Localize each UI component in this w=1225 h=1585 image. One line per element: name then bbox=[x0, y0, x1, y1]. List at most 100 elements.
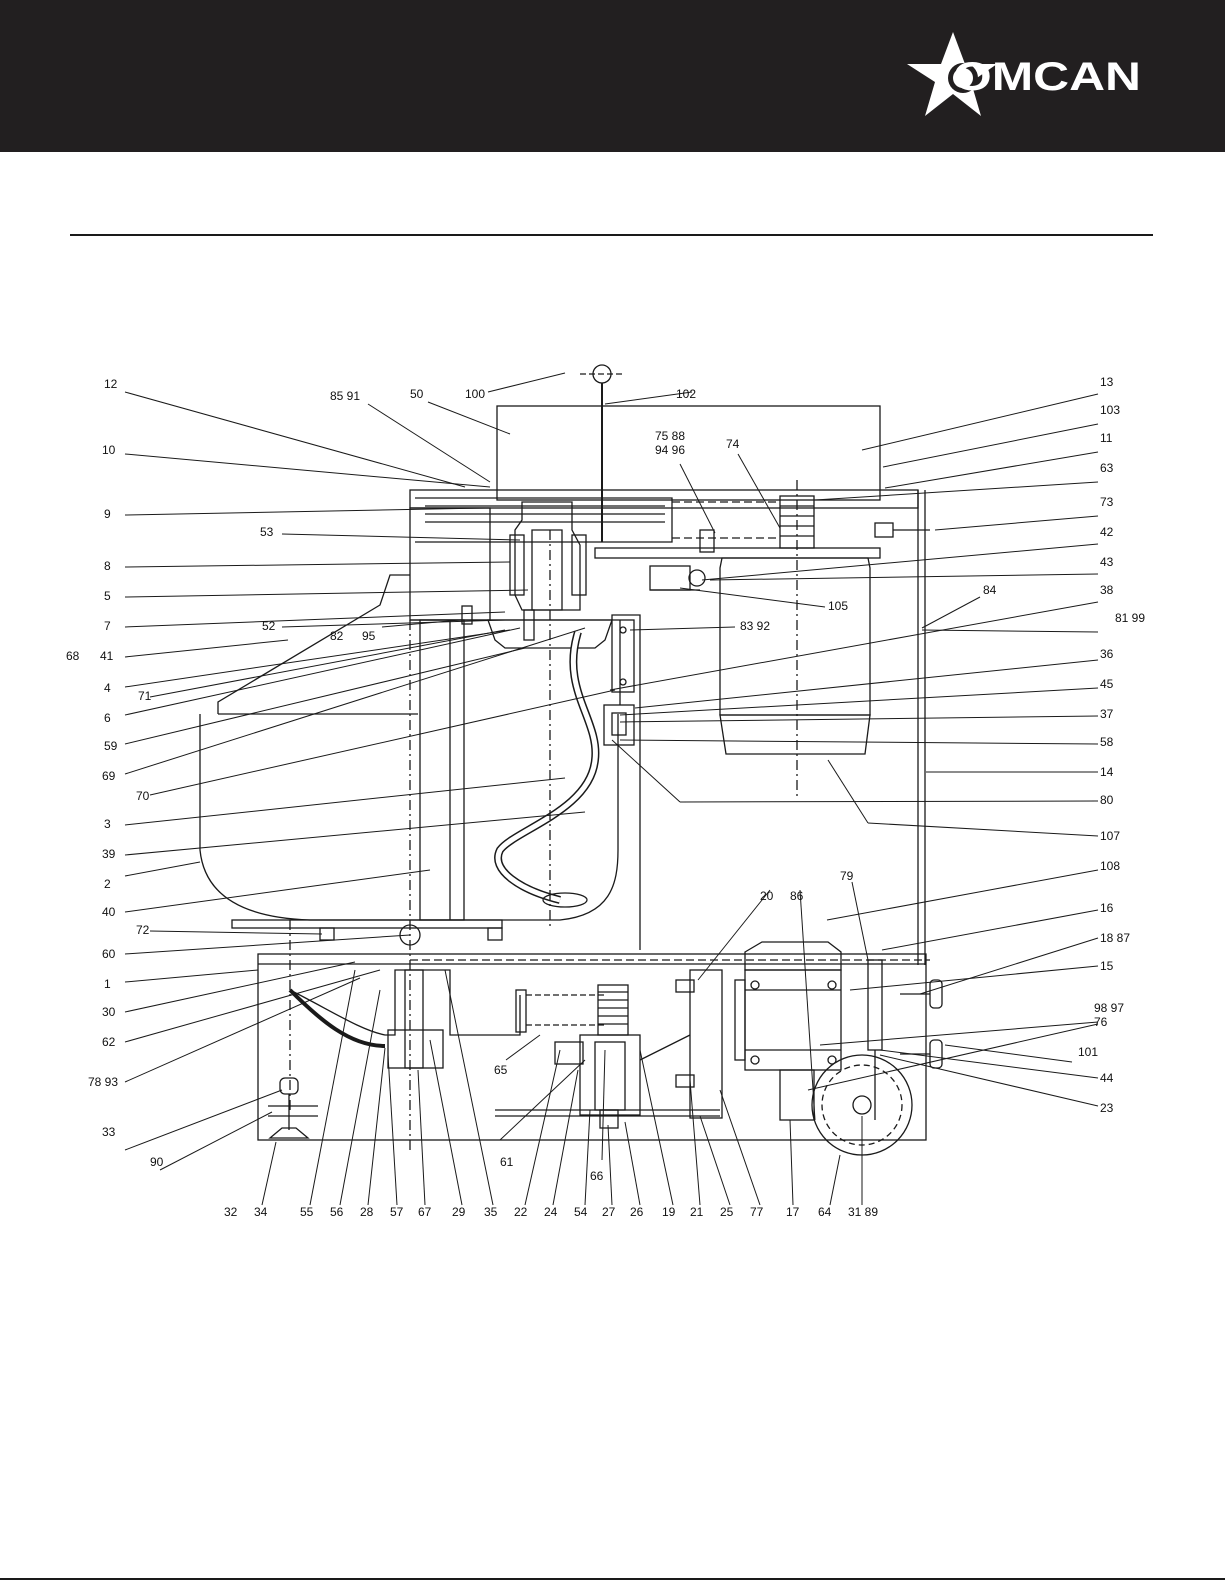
part-label-72: 72 bbox=[136, 923, 150, 937]
part-label-1: 1 bbox=[104, 977, 111, 991]
part-label-85-91: 85 91 bbox=[330, 389, 360, 403]
part-label-15: 15 bbox=[1100, 959, 1114, 973]
part-label-33: 33 bbox=[102, 1125, 116, 1139]
part-label-100: 100 bbox=[465, 387, 485, 401]
part-label-102: 102 bbox=[676, 387, 696, 401]
part-label-37: 37 bbox=[1100, 707, 1114, 721]
part-label-4: 4 bbox=[104, 681, 111, 695]
part-label-61: 61 bbox=[500, 1155, 514, 1169]
part-label-101: 101 bbox=[1078, 1045, 1098, 1059]
part-label-69: 69 bbox=[102, 769, 116, 783]
part-label-3: 3 bbox=[104, 817, 111, 831]
part-label-34: 34 bbox=[254, 1205, 268, 1219]
part-label-40: 40 bbox=[102, 905, 116, 919]
part-label-39: 39 bbox=[102, 847, 116, 861]
part-label-83-92: 83 92 bbox=[740, 619, 770, 633]
part-label-66: 66 bbox=[590, 1169, 604, 1183]
part-label-80: 80 bbox=[1100, 793, 1114, 807]
part-label-31-89: 31 89 bbox=[848, 1205, 878, 1219]
part-label-44: 44 bbox=[1100, 1071, 1114, 1085]
part-label-107: 107 bbox=[1100, 829, 1120, 843]
part-label-58: 58 bbox=[1100, 735, 1114, 749]
part-label-105: 105 bbox=[828, 599, 848, 613]
omcan-logo: OMCAN bbox=[907, 32, 1141, 116]
part-label-77: 77 bbox=[750, 1205, 764, 1219]
part-label-52: 52 bbox=[262, 619, 276, 633]
diagram-linework bbox=[199, 364, 943, 1156]
part-label-70: 70 bbox=[136, 789, 150, 803]
part-label-45: 45 bbox=[1100, 677, 1114, 691]
part-label-65: 65 bbox=[494, 1063, 508, 1077]
part-label-30: 30 bbox=[102, 1005, 116, 1019]
part-label-22: 22 bbox=[514, 1205, 528, 1219]
part-label-24: 24 bbox=[544, 1205, 558, 1219]
part-label-10: 10 bbox=[102, 443, 116, 457]
part-label-56: 56 bbox=[330, 1205, 344, 1219]
part-label-95: 95 bbox=[362, 629, 376, 643]
part-label-32: 32 bbox=[224, 1205, 238, 1219]
part-label-14: 14 bbox=[1100, 765, 1114, 779]
part-label-12: 12 bbox=[104, 377, 118, 391]
part-label-82: 82 bbox=[330, 629, 344, 643]
part-label-50: 50 bbox=[410, 387, 424, 401]
part-label-103: 103 bbox=[1100, 403, 1120, 417]
part-label-55: 55 bbox=[300, 1205, 314, 1219]
part-label-29: 29 bbox=[452, 1205, 466, 1219]
part-label-108: 108 bbox=[1100, 859, 1120, 873]
part-label-20: 20 bbox=[760, 889, 774, 903]
part-label-78-93: 78 93 bbox=[88, 1075, 118, 1089]
part-label-35: 35 bbox=[484, 1205, 498, 1219]
part-label-68: 68 bbox=[66, 649, 80, 663]
part-label-60: 60 bbox=[102, 947, 116, 961]
part-label-59: 59 bbox=[104, 739, 118, 753]
part-label-53: 53 bbox=[260, 525, 274, 539]
part-label-71: 71 bbox=[138, 689, 152, 703]
part-label-76: 76 bbox=[1094, 1015, 1108, 1029]
part-label-42: 42 bbox=[1100, 525, 1114, 539]
part-label-79: 79 bbox=[840, 869, 854, 883]
part-label-38: 38 bbox=[1100, 583, 1114, 597]
part-label-41: 41 bbox=[100, 649, 114, 663]
part-label-28: 28 bbox=[360, 1205, 374, 1219]
part-label-86: 86 bbox=[790, 889, 804, 903]
part-label-54: 54 bbox=[574, 1205, 588, 1219]
part-label-2: 2 bbox=[104, 877, 111, 891]
part-label-6: 6 bbox=[104, 711, 111, 725]
part-label-5: 5 bbox=[104, 589, 111, 603]
part-label-21: 21 bbox=[690, 1205, 704, 1219]
part-label-26: 26 bbox=[630, 1205, 644, 1219]
part-label-11: 11 bbox=[1100, 431, 1113, 445]
part-label-23: 23 bbox=[1100, 1101, 1114, 1115]
logo-wordmark: OMCAN bbox=[953, 55, 1141, 99]
part-label-8: 8 bbox=[104, 559, 111, 573]
part-label-19: 19 bbox=[662, 1205, 676, 1219]
part-label-81-99: 81 99 bbox=[1115, 611, 1145, 625]
part-label-75-88: 75 88 bbox=[655, 429, 685, 443]
part-label-74: 74 bbox=[726, 437, 740, 451]
part-label-17: 17 bbox=[786, 1205, 800, 1219]
part-label-67: 67 bbox=[418, 1205, 432, 1219]
part-label-98-97: 98 97 bbox=[1094, 1001, 1124, 1015]
part-label-36: 36 bbox=[1100, 647, 1114, 661]
section-rule bbox=[70, 234, 1153, 236]
part-label-73: 73 bbox=[1100, 495, 1114, 509]
part-label-84: 84 bbox=[983, 583, 997, 597]
page-header: OMCAN bbox=[0, 0, 1225, 152]
part-label-25: 25 bbox=[720, 1205, 734, 1219]
part-label-63: 63 bbox=[1100, 461, 1114, 475]
footer-rule bbox=[0, 1578, 1225, 1580]
part-label-16: 16 bbox=[1100, 901, 1114, 915]
part-label-9: 9 bbox=[104, 507, 111, 521]
part-label-57: 57 bbox=[390, 1205, 404, 1219]
part-label-7: 7 bbox=[104, 619, 111, 633]
part-label-90: 90 bbox=[150, 1155, 164, 1169]
part-label-64: 64 bbox=[818, 1205, 832, 1219]
part-label-94-96: 94 96 bbox=[655, 443, 685, 457]
part-label-62: 62 bbox=[102, 1035, 116, 1049]
leader-lines bbox=[124, 372, 1099, 1206]
part-label-13: 13 bbox=[1100, 375, 1114, 389]
part-label-27: 27 bbox=[602, 1205, 616, 1219]
part-label-18-87: 18 87 bbox=[1100, 931, 1130, 945]
